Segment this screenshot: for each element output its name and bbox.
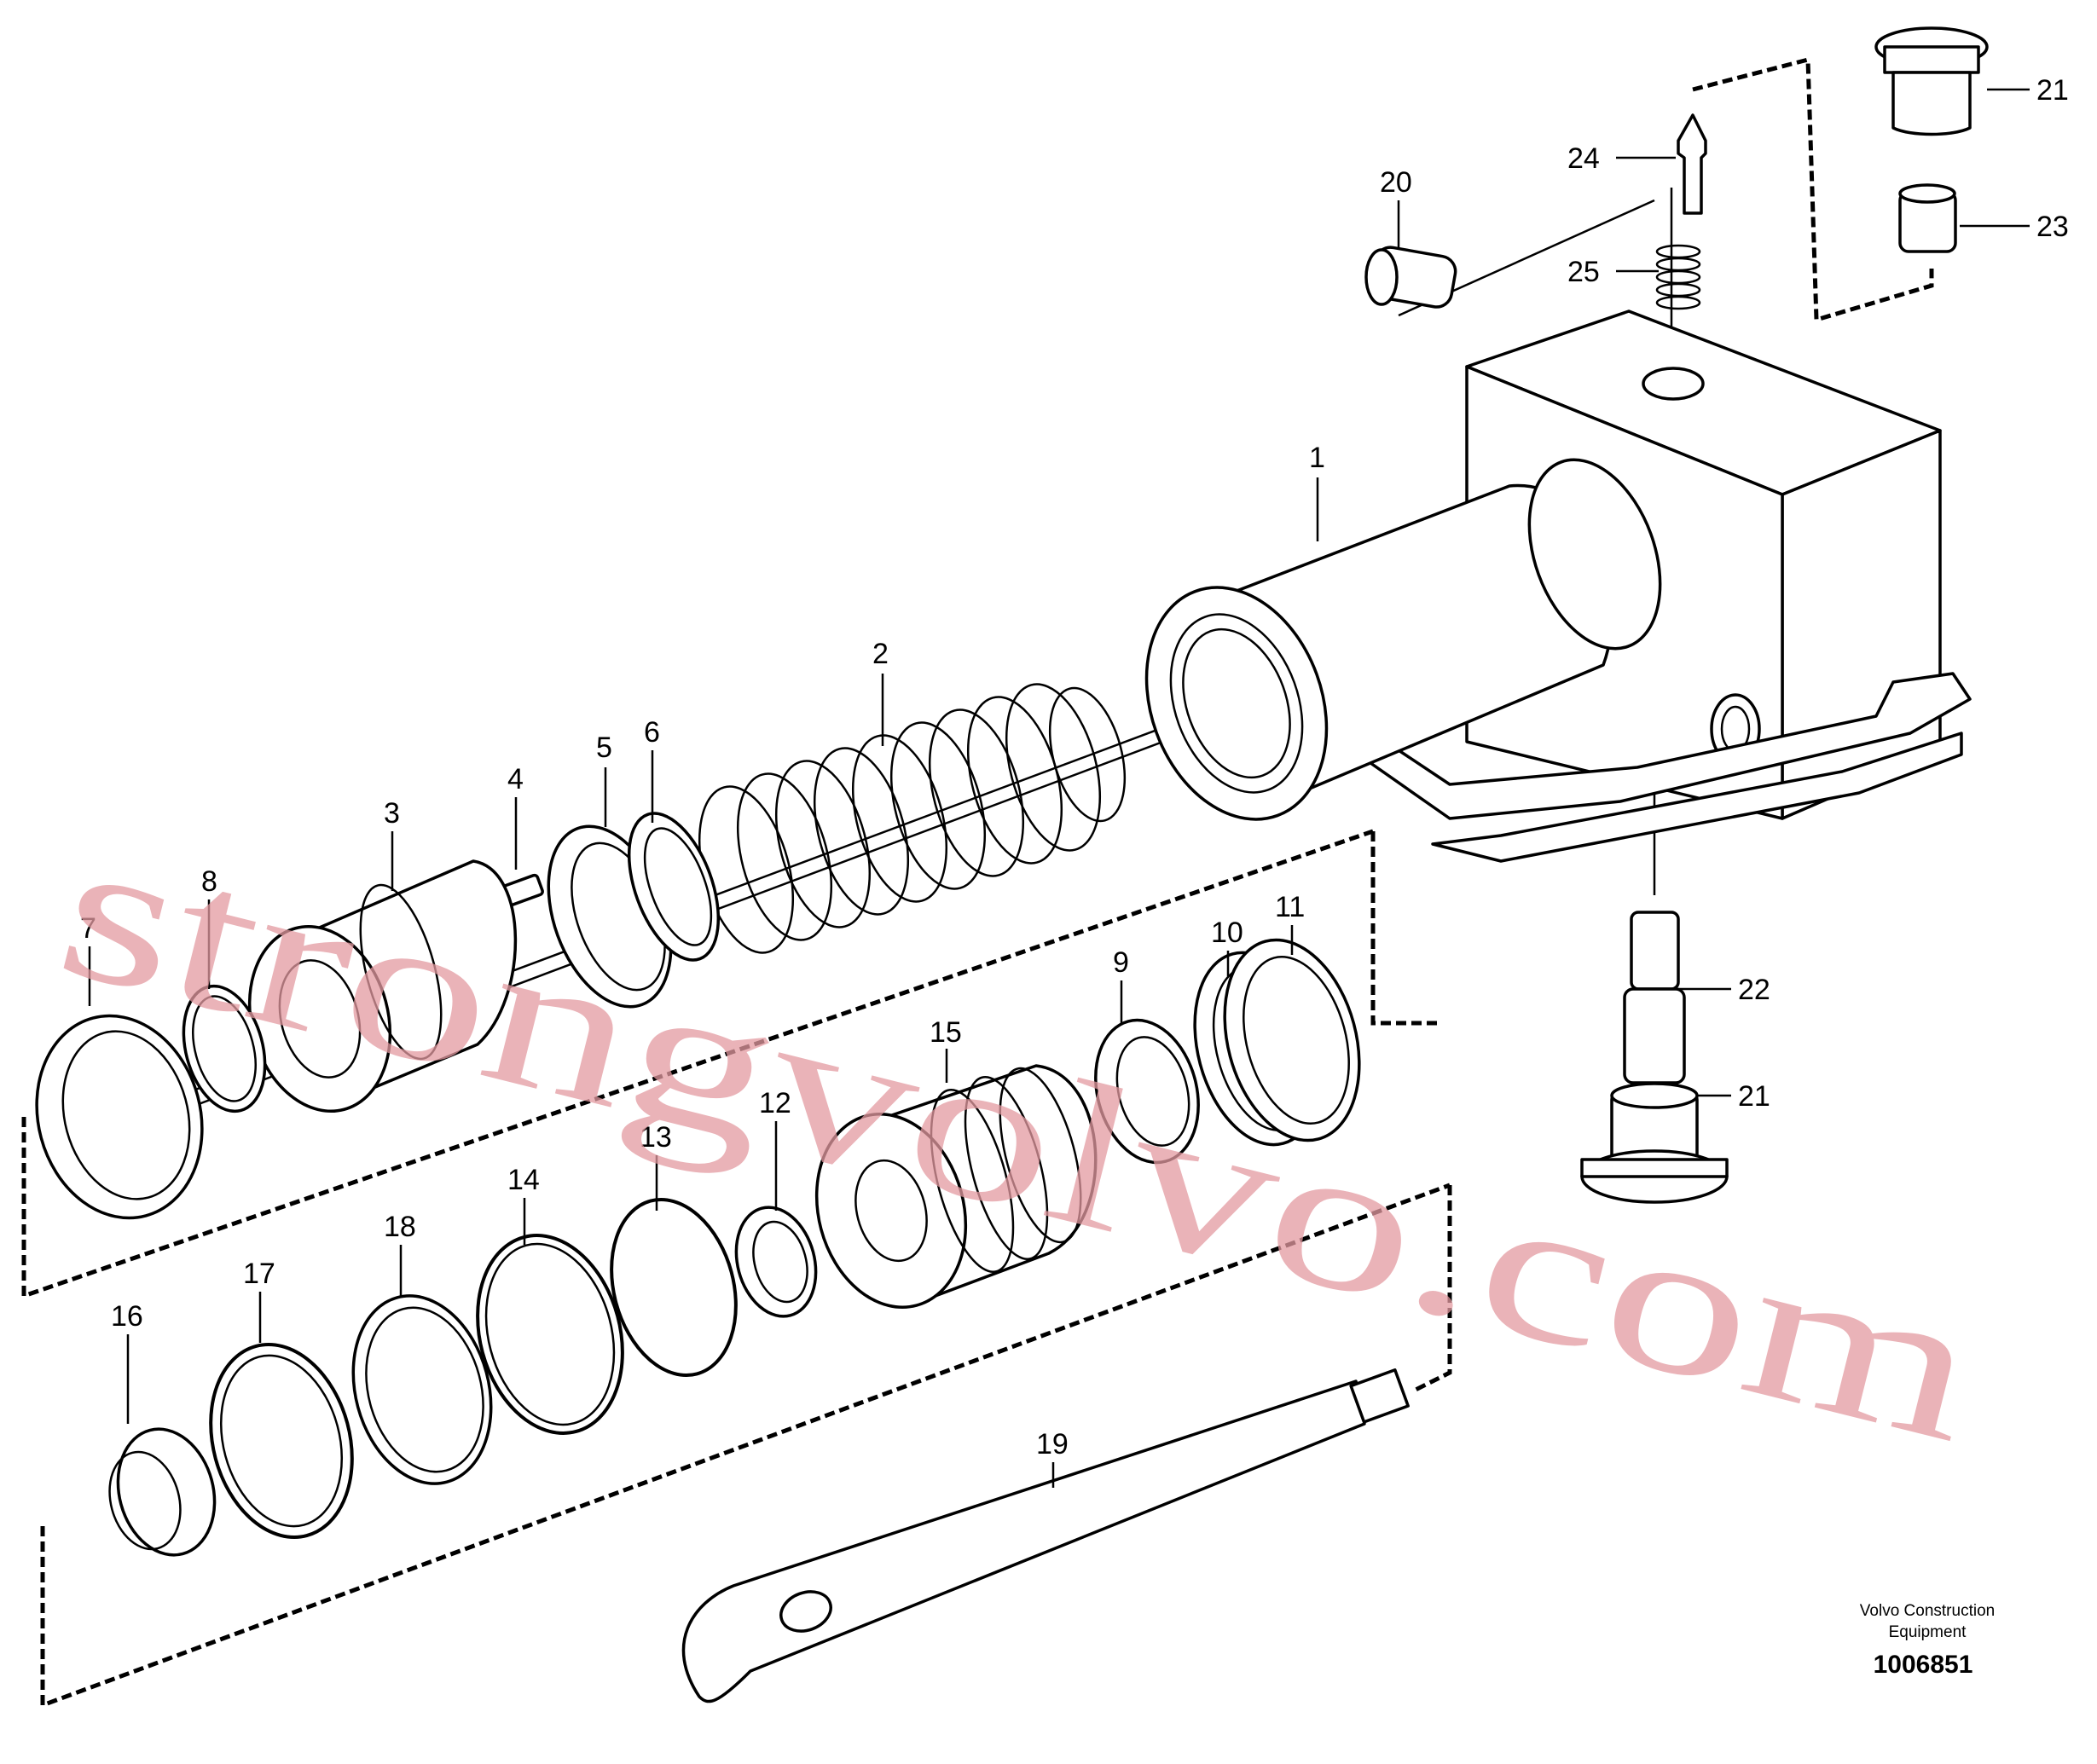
part-23-sleeve: [1898, 183, 1957, 253]
callout-8: 8: [201, 865, 217, 898]
company-name-line1: Volvo Construction: [1860, 1602, 1995, 1620]
part-9-ring: [1094, 1018, 1200, 1165]
part-1-cylinder-housing: [1144, 309, 1972, 863]
callout-10: 10: [1211, 917, 1243, 949]
callout-2: 2: [872, 638, 889, 670]
callout-25: 25: [1567, 256, 1600, 288]
callout-1: 1: [1309, 442, 1325, 474]
part-19-piston-rod: [681, 1368, 1410, 1703]
part-13-snap-ring: [610, 1197, 738, 1378]
part-2-spring: [698, 683, 1127, 954]
callout-23: 23: [2036, 211, 2069, 243]
callout-7: 7: [80, 912, 96, 945]
caption-block: Volvo Construction Equipment 1006851: [1860, 1602, 1995, 1679]
part-18-ring: [351, 1294, 493, 1485]
part-25-spring: [1655, 244, 1701, 310]
callout-20: 20: [1380, 166, 1412, 199]
callout-18: 18: [384, 1211, 416, 1243]
callout-17: 17: [243, 1258, 275, 1290]
callout-16: 16: [111, 1300, 143, 1333]
watermark-text: strongvolvo.com: [40, 790, 1998, 1485]
callout-4: 4: [507, 763, 524, 795]
part-6-ring: [627, 812, 721, 962]
part-16-gland: [108, 1427, 217, 1557]
callout-13: 13: [640, 1121, 672, 1154]
part-24-pin: [1677, 113, 1707, 215]
part-22-valve-cartridge: [1623, 911, 1686, 1084]
callout-21-bottom: 21: [1738, 1080, 1770, 1113]
callout-24: 24: [1567, 142, 1600, 175]
callout-12: 12: [759, 1087, 791, 1119]
part-7-wear-ring: [35, 1014, 204, 1220]
callout-21-top: 21: [2036, 74, 2069, 107]
callout-14: 14: [507, 1164, 540, 1196]
part-12-bushing: [734, 1206, 818, 1318]
company-name-line2: Equipment: [1889, 1623, 1967, 1641]
part-20-plug: [1364, 246, 1457, 309]
dashed-connection-lines: [21, 56, 1934, 1709]
part-11-ring: [1223, 938, 1361, 1142]
callout-22: 22: [1738, 974, 1770, 1006]
callout-15: 15: [930, 1016, 962, 1049]
part-21-cap-top: [1874, 26, 1989, 136]
callout-11: 11: [1275, 891, 1305, 923]
drawing-number: 1006851: [1874, 1651, 1973, 1679]
leader-lines: [88, 88, 2030, 1488]
callout-6: 6: [644, 716, 660, 749]
callout-9: 9: [1113, 946, 1129, 979]
callout-labels: 1 2 3 4 5 6 7 8 9 10 11 12 13 14 15 16 1…: [80, 74, 2069, 1460]
part-15-piston-head: [814, 1064, 1098, 1309]
callout-19: 19: [1036, 1428, 1069, 1460]
part-17-circlip: [209, 1343, 354, 1539]
part-21-fitting-bottom: [1580, 1082, 1729, 1204]
part-8-o-ring: [182, 984, 267, 1113]
callout-5: 5: [596, 732, 612, 764]
part-3-piston: [247, 859, 518, 1113]
callout-3: 3: [384, 797, 400, 830]
